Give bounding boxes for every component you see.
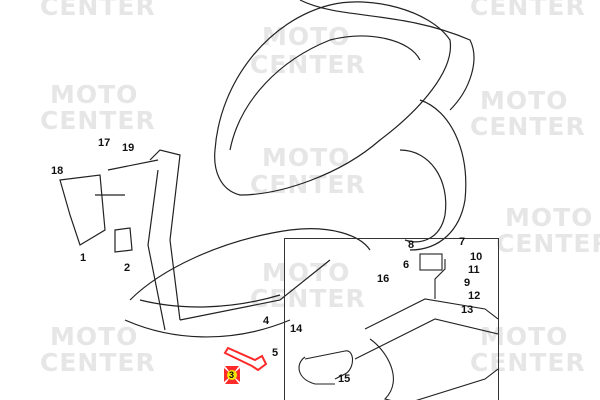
watermark: MOTO [480, 322, 569, 351]
watermark: CENTER [250, 50, 366, 79]
callout-5[interactable]: 5 [272, 347, 279, 359]
watermark: CENTER [250, 170, 366, 199]
detail-inset [284, 238, 499, 400]
watermark: MOTO [505, 203, 594, 232]
callout-9[interactable]: 9 [464, 277, 471, 289]
callout-18[interactable]: 18 [51, 165, 64, 177]
callout-7[interactable]: 7 [459, 236, 466, 248]
callout-15[interactable]: 15 [338, 373, 351, 385]
watermark: CENTER [40, 348, 156, 377]
callout-8[interactable]: 8 [408, 239, 415, 251]
callout-2[interactable]: 2 [124, 262, 131, 274]
watermark: MOTO [262, 22, 351, 51]
watermark: CENTER [496, 229, 600, 258]
watermark: CENTER [40, 0, 156, 21]
watermark: CENTER [470, 112, 586, 141]
watermark: MOTO [262, 143, 351, 172]
callout-12[interactable]: 12 [468, 290, 481, 302]
callout-14[interactable]: 14 [290, 323, 303, 335]
callout-11[interactable]: 11 [468, 264, 480, 276]
callout-13[interactable]: 13 [461, 304, 474, 316]
callout-4[interactable]: 4 [263, 315, 270, 327]
watermark: MOTO [50, 322, 139, 351]
callout-3[interactable]: 3 [229, 370, 235, 380]
watermark: MOTO [50, 80, 139, 109]
callout-17[interactable]: 17 [98, 137, 111, 149]
watermark: CENTER [470, 0, 586, 21]
engine-detail-drawing [298, 253, 498, 400]
callout-10[interactable]: 10 [470, 251, 483, 263]
callout-6[interactable]: 6 [403, 259, 410, 271]
watermark: MOTO [262, 258, 351, 287]
callout-19[interactable]: 19 [122, 142, 135, 154]
watermark: MOTO [480, 86, 569, 115]
callout-1[interactable]: 1 [80, 252, 87, 264]
callout-16[interactable]: 16 [377, 273, 390, 285]
watermark: CENTER [40, 106, 156, 135]
watermark: CENTER [470, 348, 586, 377]
